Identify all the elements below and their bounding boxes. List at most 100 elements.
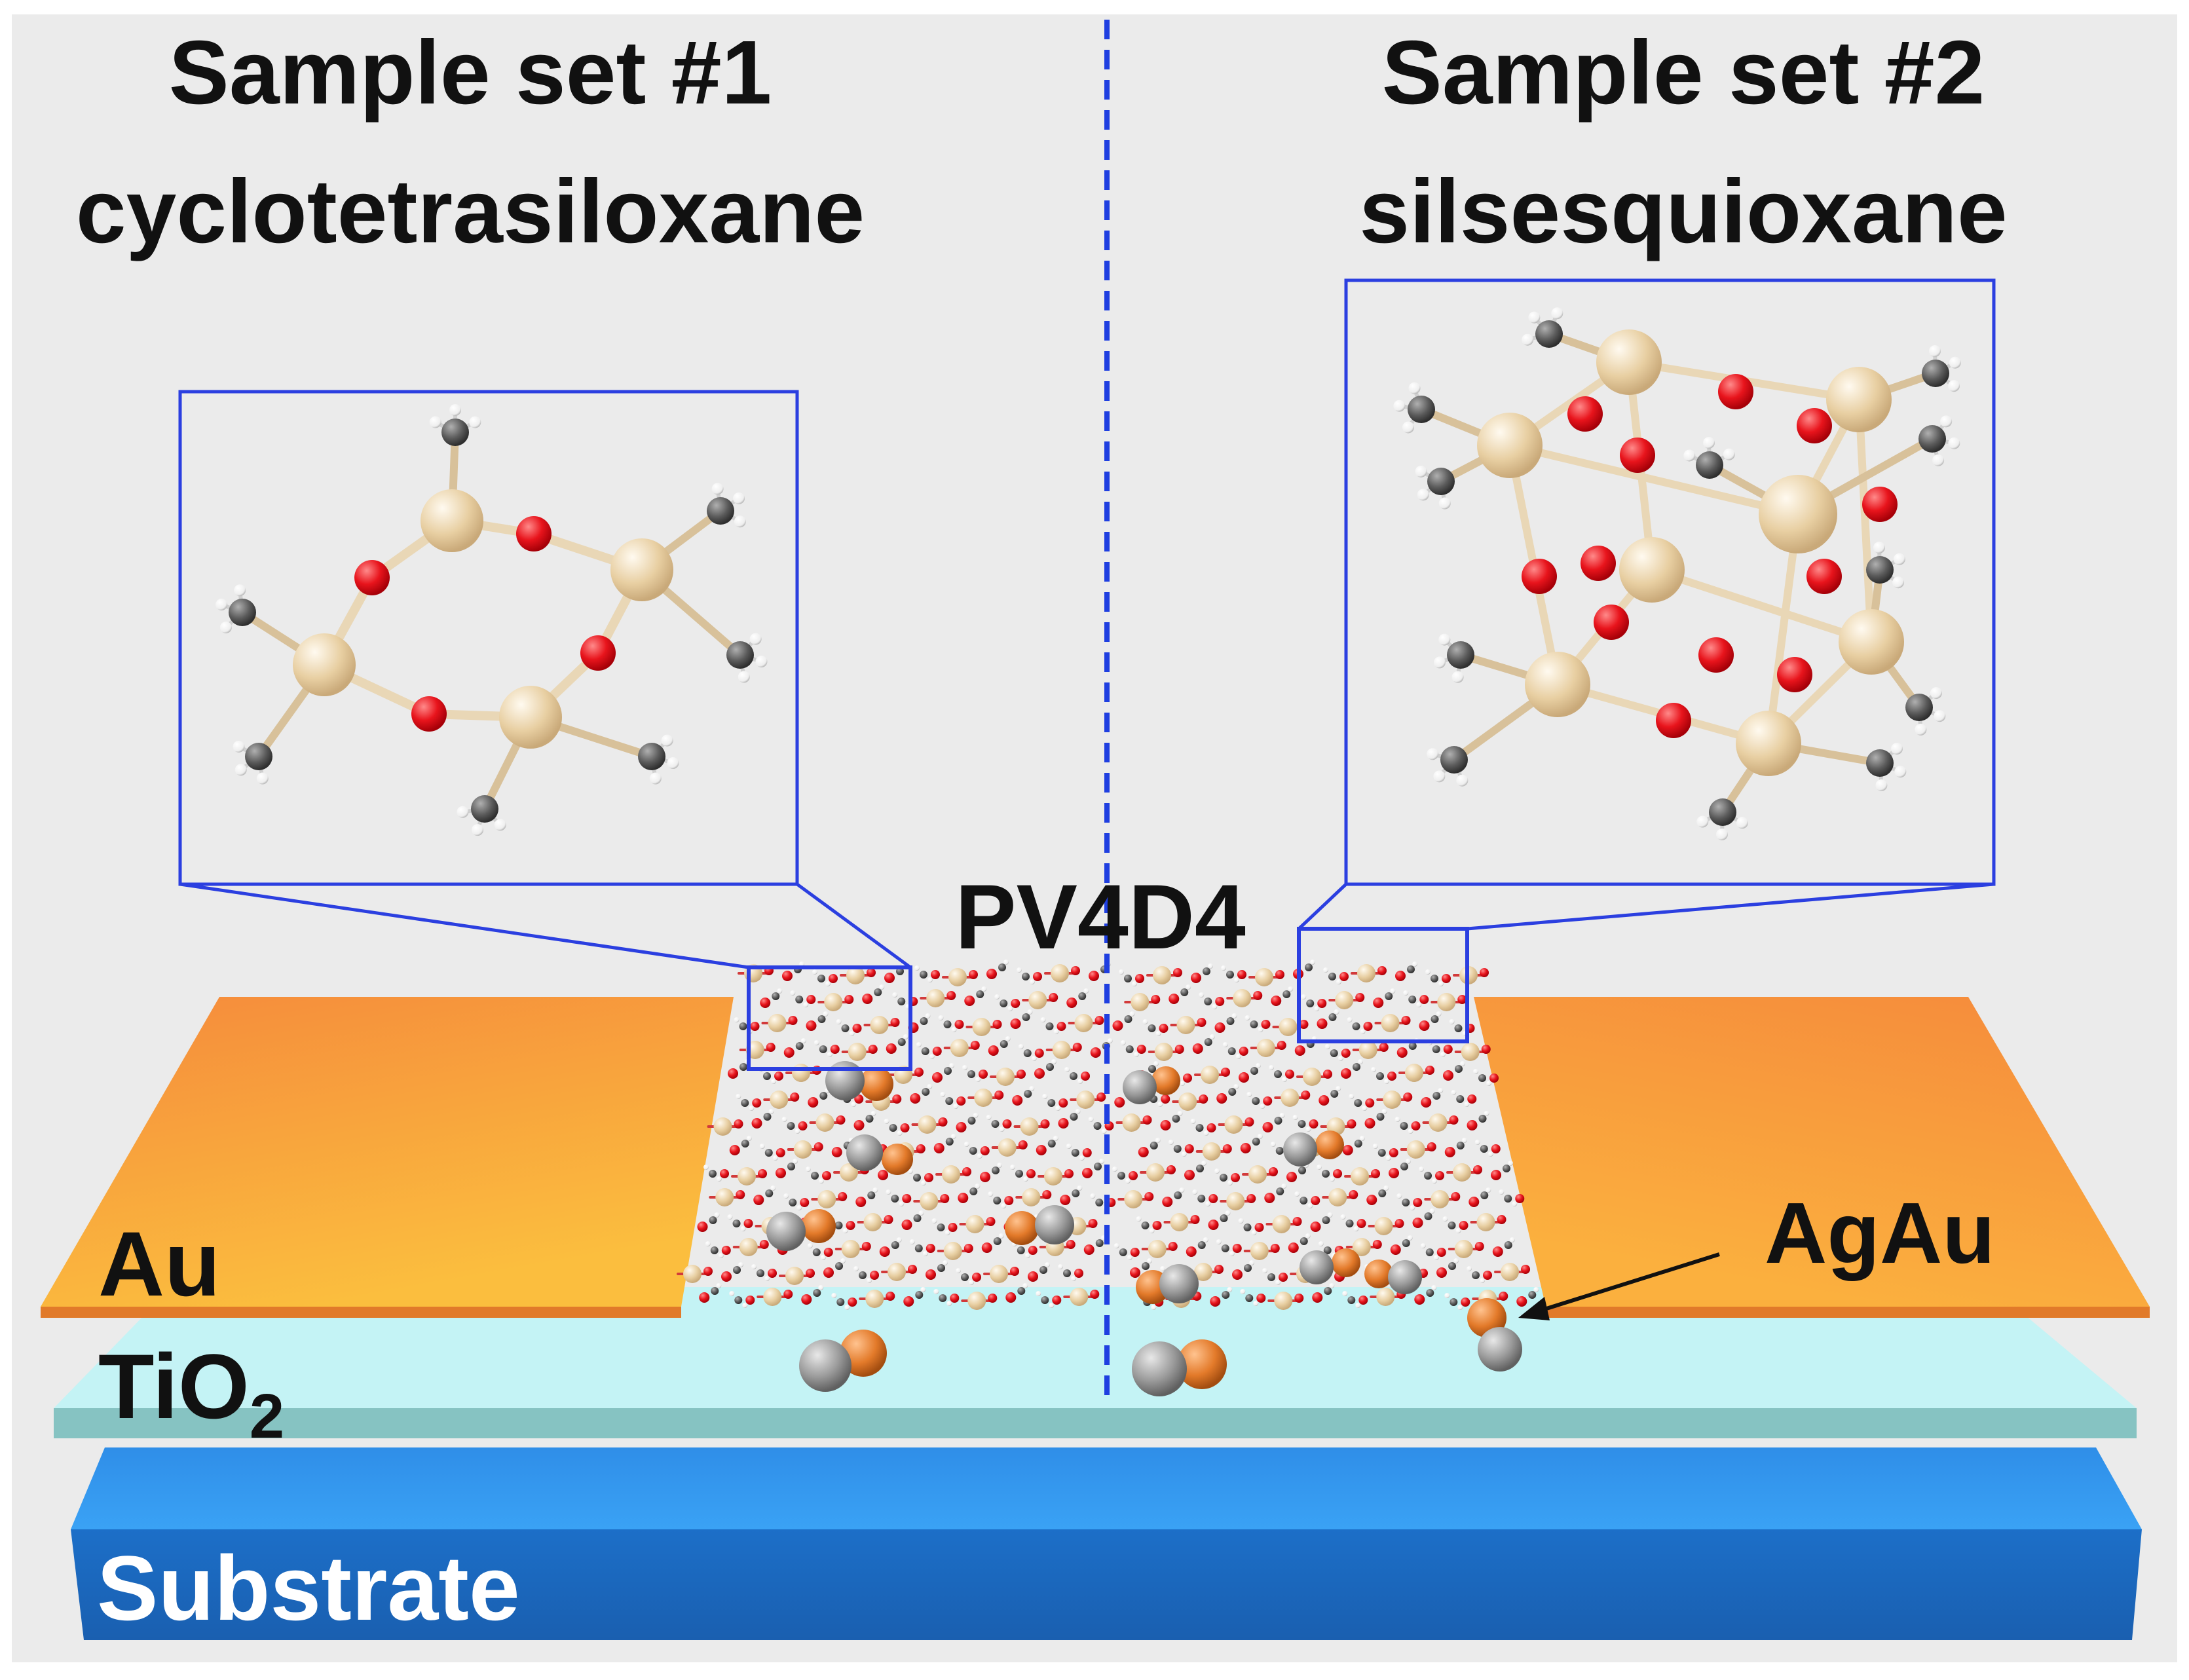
carbon-atom <box>1447 641 1474 669</box>
carbon-atom <box>1228 1047 1236 1055</box>
hydrogen-atom <box>1434 656 1446 668</box>
oxygen-atom <box>783 1290 793 1299</box>
silicon-atom <box>1248 1165 1267 1184</box>
carbon-atom <box>1480 1145 1488 1153</box>
carbon-atom <box>1450 1298 1457 1306</box>
oxygen-atom <box>1256 1294 1265 1303</box>
oxygen-atom <box>972 1273 981 1282</box>
oxygen-atom <box>1144 1192 1153 1201</box>
hydrogen-atom <box>1873 542 1885 553</box>
oxygen-atom <box>1033 972 1042 981</box>
hydrogen-atom <box>1433 770 1445 782</box>
oxygen-atom <box>1245 1117 1254 1127</box>
gold-particle <box>1332 1248 1360 1277</box>
oxygen-atom <box>846 1221 855 1230</box>
oxygen-atom <box>1419 1020 1430 1031</box>
hydrogen-atom <box>755 656 767 667</box>
hydrogen-atom <box>1528 312 1540 324</box>
oxygen-atom <box>948 1223 958 1232</box>
oxygen-atom <box>1475 1242 1484 1251</box>
hydrogen-atom <box>771 1079 776 1084</box>
hydrogen-atom <box>1079 1155 1085 1161</box>
carbon-atom <box>1197 1195 1205 1203</box>
hydrogen-atom <box>1045 1262 1050 1267</box>
hydrogen-atom <box>495 819 506 831</box>
carbon-atom <box>944 1067 952 1075</box>
hydrogen-atom <box>1451 1090 1456 1095</box>
silicon-atom <box>1328 1188 1347 1206</box>
carbon-atom <box>711 1246 719 1254</box>
oxygen-atom <box>1311 1196 1320 1205</box>
carbon-atom <box>1095 1199 1103 1206</box>
oxygen-atom <box>1214 1265 1224 1274</box>
hydrogen-atom <box>1334 1009 1339 1015</box>
hydrogen-atom <box>734 515 746 527</box>
hydrogen-atom <box>923 1251 928 1256</box>
oxygen-atom <box>1223 1144 1232 1153</box>
carbon-atom <box>1353 1022 1360 1030</box>
carbon-atom <box>1276 1187 1284 1195</box>
silicon-atom <box>421 489 483 552</box>
hydrogen-atom <box>1894 766 1906 777</box>
hydrogen-atom <box>770 1185 776 1191</box>
hydrogen-atom <box>1452 671 1464 683</box>
carbon-atom <box>1039 1266 1047 1274</box>
hydrogen-atom <box>946 1301 952 1306</box>
oxygen-atom <box>798 1121 808 1130</box>
oxygen-atom <box>1365 1098 1374 1108</box>
oxygen-atom <box>901 1123 910 1132</box>
hydrogen-atom <box>1036 1291 1041 1296</box>
oxygen-atom <box>1480 968 1489 977</box>
carbon-atom <box>471 795 498 823</box>
carbon-atom <box>1918 425 1946 453</box>
oxygen-atom <box>1445 1147 1455 1157</box>
oxygen-atom <box>1034 1068 1045 1079</box>
hydrogen-atom <box>1232 1013 1237 1018</box>
carbon-atom <box>763 1072 771 1080</box>
oxygen-atom <box>1161 1120 1171 1130</box>
hydrogen-atom <box>1510 1237 1515 1242</box>
hydrogen-atom <box>1347 1017 1353 1022</box>
oxygen-atom <box>1184 1170 1195 1180</box>
carbon-atom <box>1205 1038 1212 1046</box>
substrate-label: Substrate <box>97 1537 520 1639</box>
carbon-atom <box>842 1024 850 1032</box>
carbon-atom <box>1046 1063 1054 1071</box>
oxygen-atom <box>1215 997 1224 1006</box>
hydrogen-atom <box>949 1063 954 1068</box>
silicon-atom <box>918 1115 937 1134</box>
silicon-atom <box>1501 1263 1519 1281</box>
carbon-atom <box>1709 798 1736 826</box>
oxygen-atom <box>1419 995 1429 1004</box>
carbon-atom <box>1322 1170 1330 1178</box>
oxygen-atom <box>1806 559 1842 594</box>
silicon-atom <box>1028 991 1047 1009</box>
hydrogen-atom <box>997 1163 1002 1168</box>
silicon-atom <box>998 1138 1017 1157</box>
oxygen-atom <box>836 1115 846 1125</box>
oxygen-atom <box>736 1190 745 1199</box>
oxygen-atom <box>1391 1244 1401 1255</box>
carbon-atom <box>891 1195 899 1203</box>
hydrogen-atom <box>233 741 245 753</box>
hydrogen-atom <box>1467 1266 1472 1271</box>
hydrogen-atom <box>1499 1189 1504 1195</box>
hydrogen-atom <box>1054 1029 1059 1034</box>
oxygen-atom <box>1450 1115 1459 1125</box>
hydrogen-atom <box>921 1180 926 1185</box>
silicon-atom <box>1431 1190 1449 1208</box>
oxygen-atom <box>831 1045 840 1054</box>
hydrogen-atom <box>793 1159 798 1164</box>
hydrogen-atom <box>1112 1167 1117 1172</box>
hydrogen-atom <box>712 483 724 495</box>
hydrogen-atom <box>719 1253 724 1258</box>
carbon-atom <box>1250 1020 1258 1028</box>
oxygen-atom <box>964 996 975 1006</box>
hydrogen-atom <box>733 493 745 504</box>
oxygen-atom <box>1379 1043 1389 1052</box>
hydrogen-atom <box>1341 1214 1346 1220</box>
silicon-atom <box>1076 1091 1094 1109</box>
carbon-atom <box>1440 746 1468 774</box>
oxygen-atom <box>1028 1271 1038 1282</box>
hydrogen-atom <box>1019 1044 1024 1049</box>
